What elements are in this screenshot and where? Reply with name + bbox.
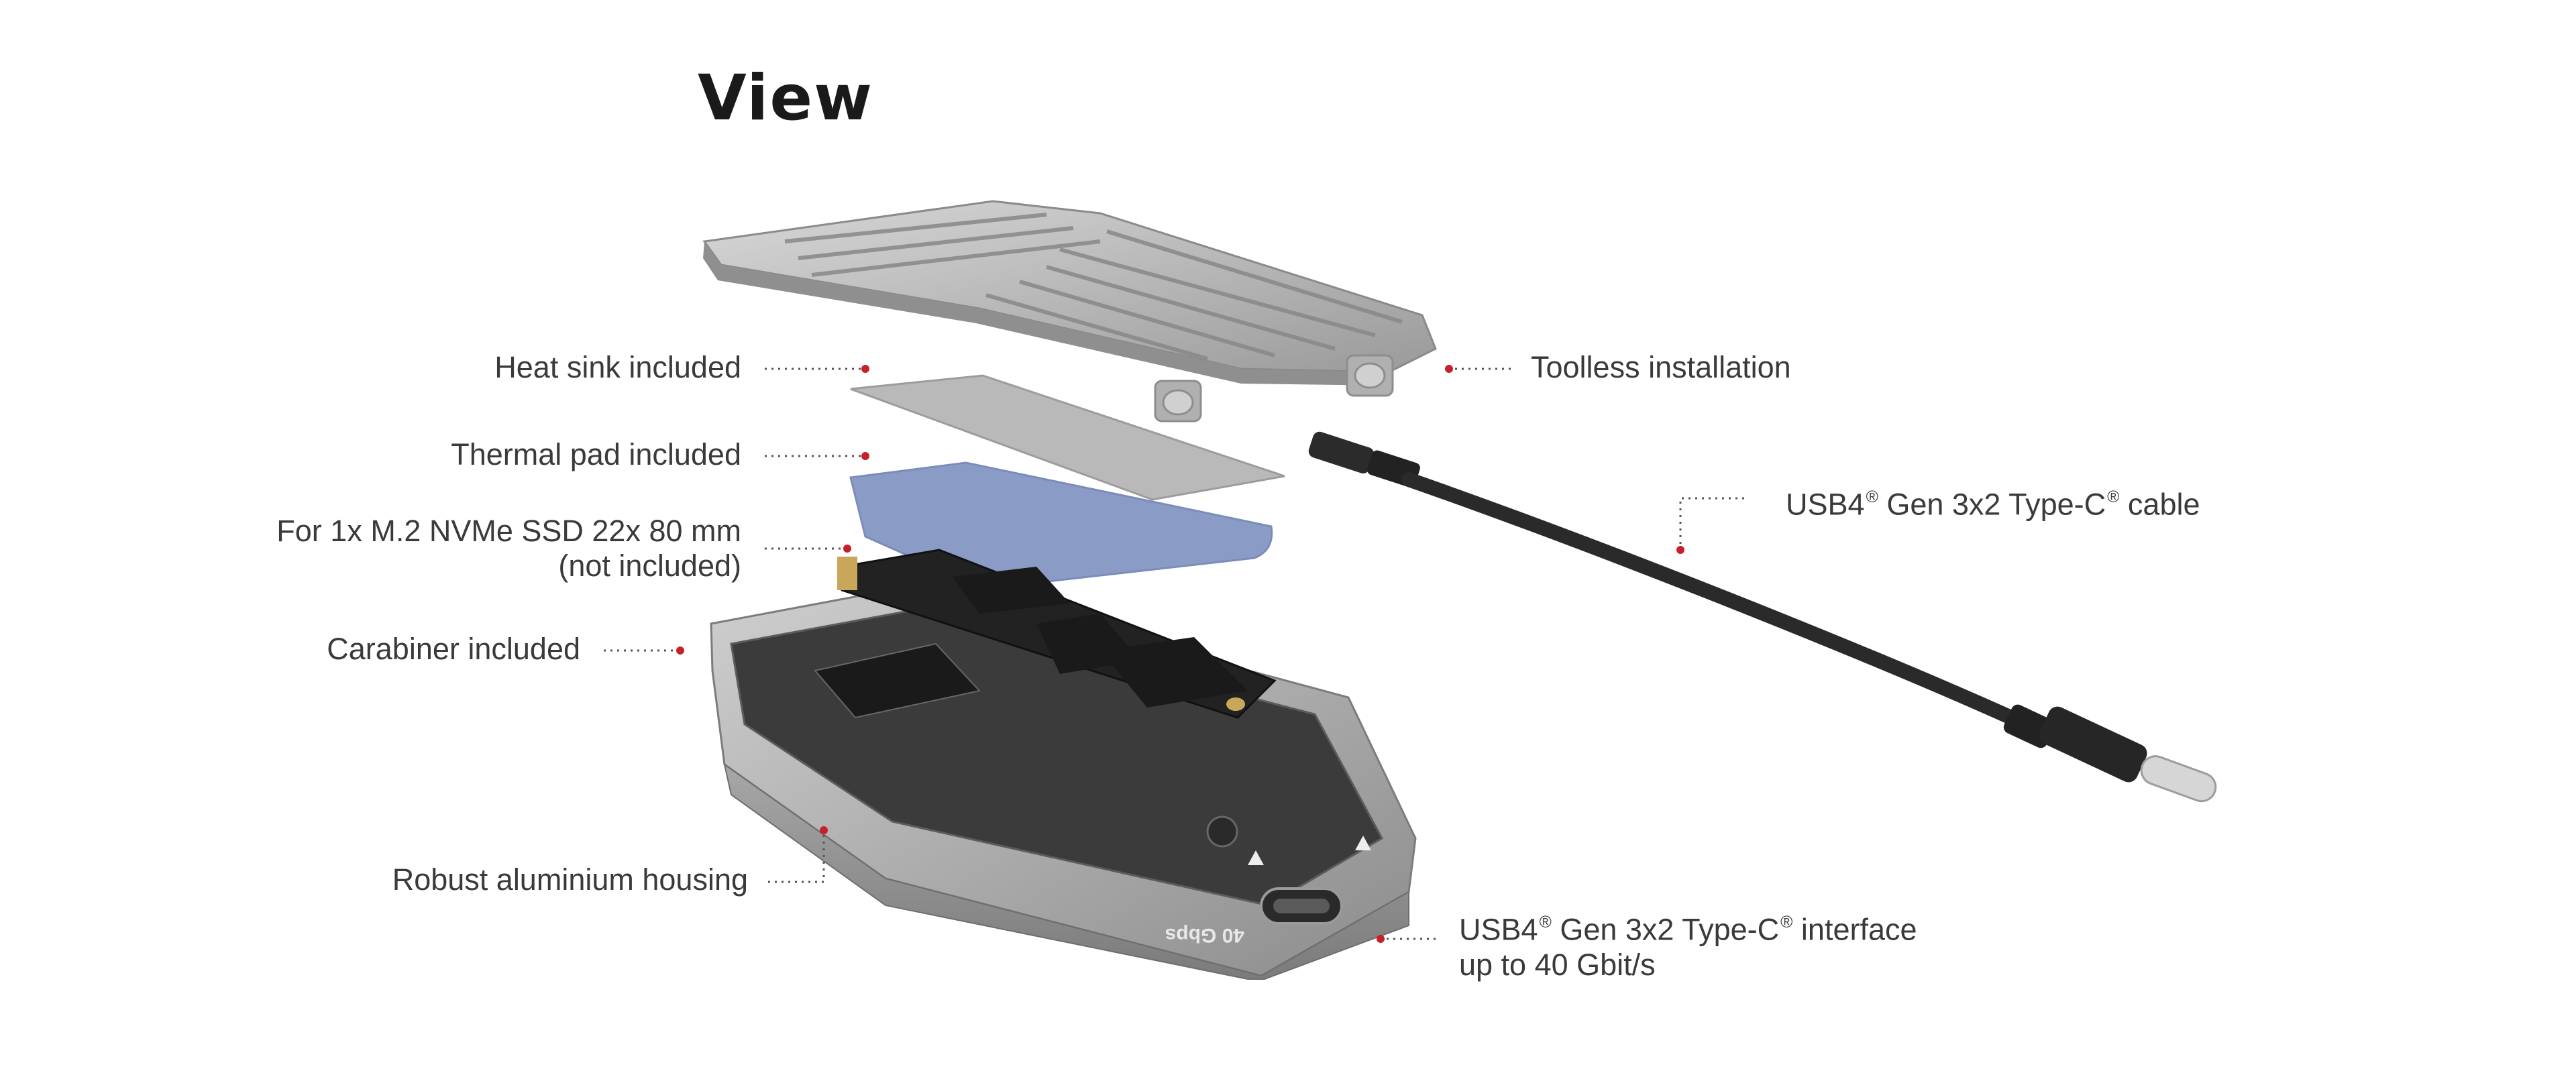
- enclosure-housing: 40 Gbps: [710, 549, 1417, 980]
- callout-toolless: Toolless installation: [1531, 350, 1791, 385]
- callout-dots: [676, 365, 1684, 943]
- callout-thermal-pad: Thermal pad included: [451, 437, 741, 472]
- callout-ssd-line1: For 1x M.2 NVMe SSD 22x 80 mm: [276, 514, 741, 548]
- callout-toolless-text: Toolless installation: [1531, 350, 1791, 384]
- callout-interface-line1: USB4® Gen 3x2 Type-C® interface: [1459, 912, 1917, 947]
- metal-shim: [850, 374, 1285, 501]
- callout-ssd-line2: (not included): [558, 549, 741, 583]
- callout-carabiner: Carabiner included: [327, 632, 580, 667]
- callout-interface: USB4® Gen 3x2 Type-C® interface up to 40…: [1459, 905, 1917, 982]
- usb-c-cable: [1308, 431, 2217, 803]
- callout-interface-line2: up to 40 Gbit/s: [1459, 947, 1656, 982]
- callout-ssd: For 1x M.2 NVMe SSD 22x 80 mm (not inclu…: [276, 514, 741, 583]
- callout-cable: USB4® Gen 3x2 Type-C® cable: [1786, 480, 2200, 522]
- page-title: View: [698, 62, 873, 135]
- callout-cable-text: USB4® Gen 3x2 Type-C® cable: [1786, 487, 2200, 522]
- callout-housing-text: Robust aluminium housing: [392, 862, 748, 897]
- ssd-module: [837, 549, 1277, 719]
- callout-leaders: [604, 368, 1744, 940]
- callout-thermal-pad-text: Thermal pad included: [451, 437, 741, 471]
- callout-heat-sink-text: Heat sink included: [494, 350, 741, 384]
- callout-heat-sink: Heat sink included: [494, 350, 741, 385]
- callout-housing: Robust aluminium housing: [392, 862, 748, 897]
- callout-carabiner-text: Carabiner included: [327, 632, 580, 666]
- heat-sink: [702, 200, 1437, 422]
- port-speed-marking: 40 Gbps: [1165, 924, 1244, 946]
- usb-c-port: [1260, 887, 1343, 925]
